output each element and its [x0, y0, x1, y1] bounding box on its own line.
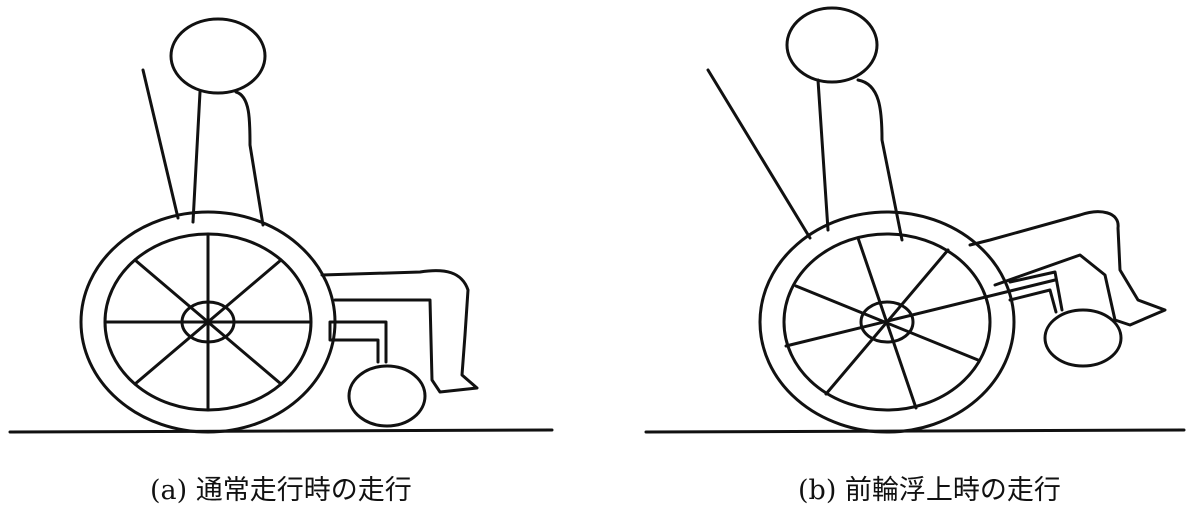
head [785, 6, 879, 84]
torso [816, 78, 904, 242]
torso [191, 90, 265, 227]
seat-frame [328, 320, 388, 364]
wheelchair-normal-illustration [8, 17, 554, 434]
rear-wheel [79, 210, 337, 434]
panel-normal-riding: (a) 通常走行時の走行 [0, 0, 580, 517]
push-handle [706, 68, 812, 240]
wheelchair-wheelie-illustration [644, 6, 1186, 434]
seat-frame [1008, 270, 1064, 314]
caption-wheelie-riding: (b) 前輪浮上時の走行 [798, 475, 1061, 506]
caption-normal-riding: (a) 通常走行時の走行 [150, 475, 412, 506]
rear-wheel [758, 210, 1057, 434]
ground-line [644, 428, 1186, 434]
ground-line [8, 428, 554, 434]
head [169, 17, 267, 95]
leg [320, 269, 479, 394]
front-caster [347, 364, 427, 428]
leg [968, 210, 1167, 327]
panel-wheelie-riding: (b) 前輪浮上時の走行 [600, 0, 1189, 517]
push-handle [141, 68, 180, 220]
front-caster [1043, 308, 1123, 368]
